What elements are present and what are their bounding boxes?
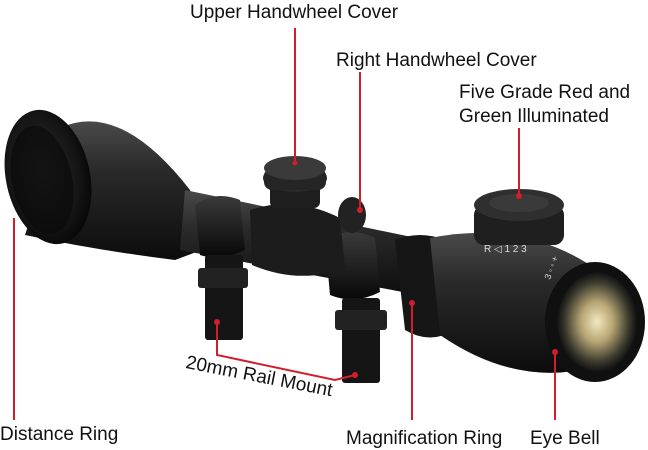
objective-bell [4, 109, 215, 261]
illumination-knob: R ◁ 1 2 3 3 ◦ ◦ + [474, 189, 564, 281]
leader-rail-mount [216, 322, 356, 382]
top-dial-marks: R ◁ 1 2 3 [484, 244, 527, 255]
turret-housing [250, 156, 345, 276]
label-illuminated-line1: Five Grade Red and [459, 82, 631, 103]
label-right-handwheel-cover: Right Handwheel Cover [336, 50, 537, 71]
front-scope-ring [195, 196, 248, 340]
right-handwheel [338, 197, 366, 233]
leader-lines [13, 28, 556, 420]
label-illuminated-line2: Green Illuminated [459, 106, 609, 127]
label-upper-handwheel-cover: Upper Handwheel Cover [190, 2, 399, 23]
label-distance-ring: Distance Ring [0, 424, 119, 445]
eyepiece-assembly [395, 232, 645, 382]
label-eye-bell: Eye Bell [530, 428, 600, 449]
label-magnification-ring: Magnification Ring [346, 428, 503, 449]
